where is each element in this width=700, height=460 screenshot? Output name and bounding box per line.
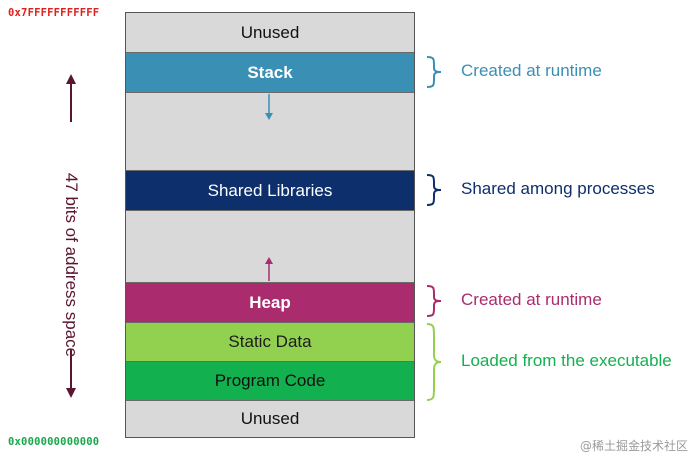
- watermark: @稀土掘金技术社区: [579, 439, 688, 453]
- segment-free-lower: [126, 211, 414, 283]
- up-arrow-icon: [66, 74, 76, 122]
- brace-shared-icon: [426, 174, 442, 206]
- segment-stack: Stack: [126, 53, 414, 93]
- label-stack-runtime: Created at runtime: [461, 61, 602, 80]
- segment-unused-bottom: Unused: [126, 401, 414, 437]
- segment-static-data: Static Data: [126, 323, 414, 362]
- brace-stack-icon: [426, 56, 442, 88]
- brace-loaded-icon: [426, 323, 442, 401]
- memory-layout: Unused Stack Shared Libraries Heap Stati…: [125, 12, 415, 438]
- top-address: 0x7FFFFFFFFFFF: [8, 7, 100, 19]
- segment-program-code: Program Code: [126, 362, 414, 401]
- down-arrow-icon: [66, 350, 76, 398]
- brace-heap-icon: [426, 285, 442, 317]
- stack-grows-down-arrow-icon: [265, 94, 273, 120]
- segment-heap: Heap: [126, 283, 414, 323]
- segment-unused-top: Unused: [126, 13, 414, 53]
- label-heap-runtime: Created at runtime: [461, 290, 602, 309]
- segment-free-upper: [126, 93, 414, 171]
- segment-shared-libraries: Shared Libraries: [126, 171, 414, 211]
- axis-arrows: [66, 74, 76, 398]
- bottom-address: 0x000000000000: [8, 436, 100, 448]
- label-loaded-from-executable: Loaded from the executable: [461, 351, 672, 370]
- growth-arrows: [265, 94, 273, 281]
- label-shared-among-processes: Shared among processes: [461, 179, 655, 198]
- heap-grows-up-arrow-icon: [265, 257, 273, 281]
- axis-label: 47 bits of address space: [62, 172, 81, 358]
